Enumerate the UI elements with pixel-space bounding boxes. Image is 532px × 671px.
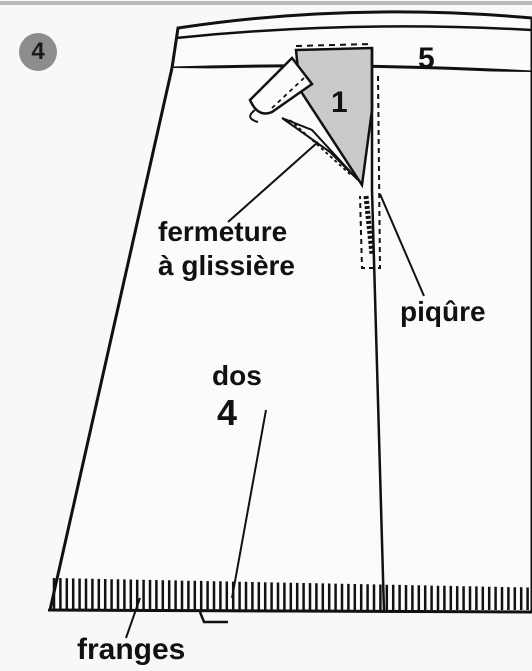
label-zipper-line1: fermeture <box>158 216 288 247</box>
center-seam <box>370 48 386 613</box>
label-fringe: franges <box>77 633 186 666</box>
zip-flap-loop <box>249 109 259 123</box>
zip-placket-dash-top <box>295 43 373 47</box>
zipper-teeth <box>289 119 353 177</box>
waistband-fold-line <box>175 25 532 40</box>
step-badge: 4 <box>19 33 57 71</box>
label-back: dos <box>212 360 262 391</box>
stitching-outline <box>359 75 382 269</box>
piece-label-zip: 1 <box>331 86 348 119</box>
leader-zipper <box>227 141 319 223</box>
leader-back <box>231 409 267 599</box>
hem-line <box>47 608 532 614</box>
hem-corner <box>198 611 228 624</box>
label-back-number: 4 <box>217 392 238 433</box>
fringe-strands <box>52 578 529 610</box>
zip-flap <box>248 56 314 115</box>
fringe-band <box>52 578 529 610</box>
label-zipper-line2: à glissière <box>158 250 295 281</box>
skirt-outline <box>48 67 532 614</box>
piece-label-waistband: 5 <box>418 42 435 75</box>
leader-stitching <box>379 193 425 297</box>
label-stitching: piqûre <box>400 296 486 327</box>
